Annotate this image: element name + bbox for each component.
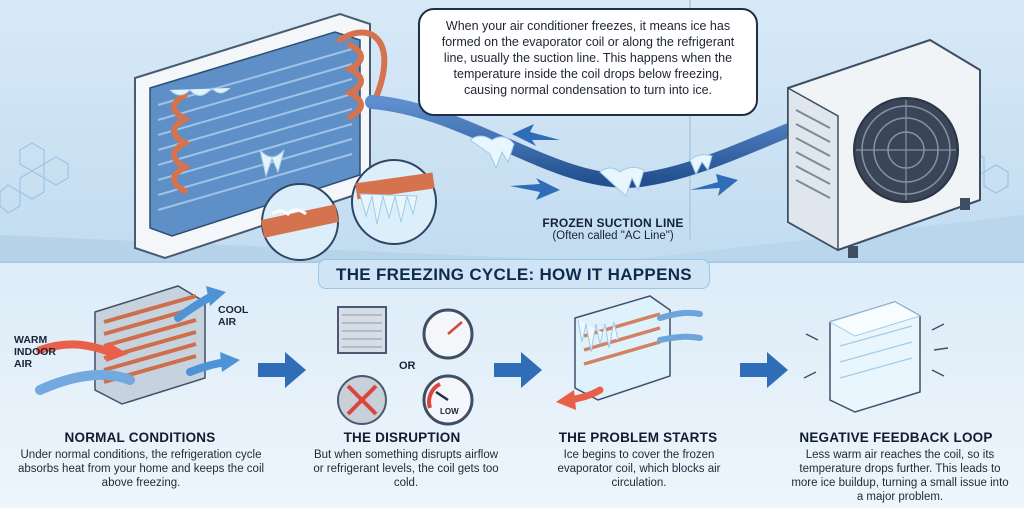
step-arrow-2 [494,352,542,388]
step2-title: THE DISRUPTION [343,430,461,445]
step2-description: But when something disrupts airflow or r… [313,449,499,489]
cool-label-line: COOL [218,304,249,316]
zoom-circle-pipe [260,183,339,261]
cool-air-label: COOL AIR [218,304,248,328]
frozen-suction-pipe [365,95,812,197]
frozen-suction-line-label: FROZEN SUCTION LINE (Often called "AC Li… [508,216,718,242]
warm-indoor-air-label: WARM INDOOR AIR [14,334,56,370]
outdoor-ac-unit [787,38,981,258]
warm-label-line: AIR [14,358,33,370]
frozen-suction-line-subtitle: (Often called "AC Line") [552,230,674,242]
cool-label-line: AIR [218,316,237,328]
callout-text: When your air conditioner freezes, it me… [441,19,735,97]
step4-title: NEGATIVE FEEDBACK LOOP [799,430,993,445]
freezing-cycle-banner: THE FREEZING CYCLE: HOW IT HAPPENS [318,259,710,289]
step-arrow-3 [740,352,788,388]
warm-label-line: WARM [14,334,48,346]
step3-title: THE PROBLEM STARTS [558,430,718,445]
step3-description: Ice begins to cover the frozen evaporato… [557,449,721,489]
step1-coil-illustration [35,285,240,405]
frozen-suction-line-title: FROZEN SUCTION LINE [542,216,684,230]
step3-iced-coil-illustration [556,295,703,410]
step4-frozen-block-illustration [803,301,949,413]
warm-label-line: INDOOR [14,346,56,358]
step1-title: NORMAL CONDITIONS [64,430,216,445]
step2-disruption-illustration [337,306,474,426]
step-arrow-1 [258,352,306,388]
zoom-circle-ice [351,159,437,245]
low-gauge-label: LOW [440,407,459,416]
step4-description: Less warm air reaches the coil, so its t… [791,449,1009,503]
explanation-callout: When your air conditioner freezes, it me… [418,8,758,116]
or-label: OR [399,360,416,372]
step1-description: Under normal conditions, the refrigerati… [17,449,265,489]
flow-arrows [510,124,738,200]
